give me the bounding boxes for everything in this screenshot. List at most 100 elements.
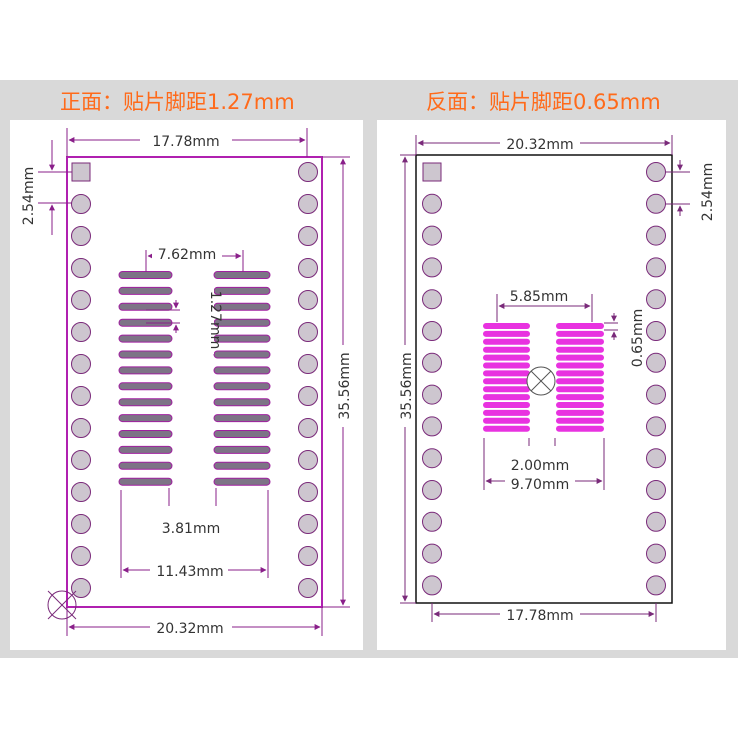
back-top-width-label: 20.32mm xyxy=(506,137,573,153)
back-via-left xyxy=(422,289,442,310)
back-title: 反面：贴片脚距0.65mm xyxy=(426,90,661,114)
front-smd-pad-right xyxy=(213,350,271,359)
back-board-outline xyxy=(415,154,673,604)
front-via-group xyxy=(71,162,318,598)
front-smd-pad-right xyxy=(213,461,271,470)
front-via-right xyxy=(298,386,318,406)
back-via-left xyxy=(422,225,442,246)
front-via-left xyxy=(71,386,91,406)
front-via-left xyxy=(71,354,91,374)
front-pitch-label: 2.54mm xyxy=(21,167,37,225)
back-via-left xyxy=(422,257,442,278)
back-smd-pad-right xyxy=(556,378,604,385)
front-outer-dimension: 11.43mm xyxy=(120,490,269,580)
back-via-left xyxy=(422,448,442,469)
back-smd-pad-right xyxy=(556,394,604,401)
front-title: 正面：贴片脚距1.27mm xyxy=(60,90,295,114)
back-pitch-label: 2.54mm xyxy=(700,163,716,221)
front-via-right xyxy=(298,354,318,374)
back-via-left xyxy=(422,193,442,214)
back-smd-pad-left xyxy=(483,425,530,432)
front-smd-pad-right xyxy=(213,414,271,423)
front-smd-pad-right xyxy=(213,445,271,454)
front-smd-pad-left xyxy=(118,430,173,438)
front-smd-pad-left xyxy=(118,477,173,486)
front-pitch-dimension: 2.54mm xyxy=(21,140,80,235)
back-pad-pitch-label: 0.65mm xyxy=(630,309,646,367)
back-via-right xyxy=(646,257,666,278)
back-smd-pad-left xyxy=(483,402,530,408)
back-smd-pad-right xyxy=(556,330,604,337)
front-smd-pad-left xyxy=(118,414,173,423)
front-smd-pad-left xyxy=(118,445,173,454)
back-smd-pad-left xyxy=(483,386,530,393)
front-via-right xyxy=(298,418,318,438)
back-panel: 20.32mm 35.56mm 2.54mm 5.85mm xyxy=(377,120,726,650)
back-via-left xyxy=(422,352,442,373)
back-bottom-width-label: 17.78mm xyxy=(506,608,573,624)
front-via-right xyxy=(298,578,318,598)
back-smd-pad-left xyxy=(483,370,530,377)
back-smd-pad-right xyxy=(556,354,604,361)
back-via-left xyxy=(422,321,442,341)
front-bottom-width-label: 20.32mm xyxy=(156,621,223,637)
front-via-left xyxy=(71,194,91,214)
back-smd-pad-left xyxy=(483,323,530,329)
back-via-right xyxy=(646,511,666,532)
front-via-left xyxy=(71,578,91,598)
back-via-right xyxy=(646,384,666,405)
front-smd-pad-left xyxy=(118,271,173,279)
back-smd-pad-left xyxy=(483,378,530,385)
back-via-right xyxy=(646,448,666,469)
back-pad-gap-label: 2.00mm xyxy=(511,458,569,474)
front-via-left xyxy=(71,226,91,246)
back-outer-dimension: 9.70mm xyxy=(485,476,603,493)
front-height-label: 35.56mm xyxy=(337,352,353,419)
front-via-left xyxy=(71,290,91,310)
back-via-right xyxy=(646,289,666,310)
back-smd-pad-right xyxy=(556,425,604,432)
front-via-right xyxy=(298,322,318,342)
back-via-left xyxy=(422,480,442,500)
back-pad-gap-dimension: 2.00mm xyxy=(483,438,605,490)
back-smd-pad-right xyxy=(556,370,604,377)
front-via-right xyxy=(298,226,318,246)
front-via-right xyxy=(298,482,318,502)
front-board-outline xyxy=(66,156,323,608)
back-smd-pad-left xyxy=(483,417,530,424)
back-smd-pad-left xyxy=(483,346,530,353)
back-smd-pad-right xyxy=(556,346,604,353)
back-via-left xyxy=(422,575,442,596)
front-smd-pad-left xyxy=(118,461,173,470)
back-fiducial-mark xyxy=(526,366,556,396)
front-pad-pitch-label: 1.27mm xyxy=(207,291,223,349)
back-via-left xyxy=(422,384,442,405)
front-pad-gap-dimension: 3.81mm xyxy=(162,488,220,537)
back-via-right xyxy=(646,193,666,214)
back-inner-dimension: 5.85mm xyxy=(496,288,593,322)
front-via-right xyxy=(298,162,318,182)
back-via-group xyxy=(422,162,666,596)
front-smd-pad-left xyxy=(118,382,173,391)
back-smd-pad-right xyxy=(556,323,604,329)
back-pad-pitch-dimension: 0.65mm xyxy=(604,309,646,367)
front-via-right xyxy=(298,194,318,214)
back-smd-pad-left xyxy=(483,362,530,369)
back-smd-pad-right xyxy=(556,362,604,369)
back-smd-pad-left xyxy=(483,394,530,401)
back-via-right xyxy=(646,162,666,182)
front-via-right xyxy=(298,258,318,278)
front-pad-gap-label: 3.81mm xyxy=(162,521,220,537)
back-via-left xyxy=(422,511,442,532)
back-square-pad xyxy=(422,162,442,182)
front-fiducial-mark xyxy=(47,590,77,620)
front-smd-pad-left xyxy=(118,302,173,311)
front-bottom-dimension: 20.32mm xyxy=(66,607,323,637)
front-square-pad xyxy=(71,162,91,182)
back-smd-pad-left xyxy=(483,409,530,416)
front-smd-pad-right xyxy=(213,382,271,391)
front-via-left xyxy=(71,418,91,438)
back-via-right xyxy=(646,543,666,564)
front-smd-pad-left xyxy=(118,350,173,359)
front-smd-pad-right xyxy=(213,430,271,438)
